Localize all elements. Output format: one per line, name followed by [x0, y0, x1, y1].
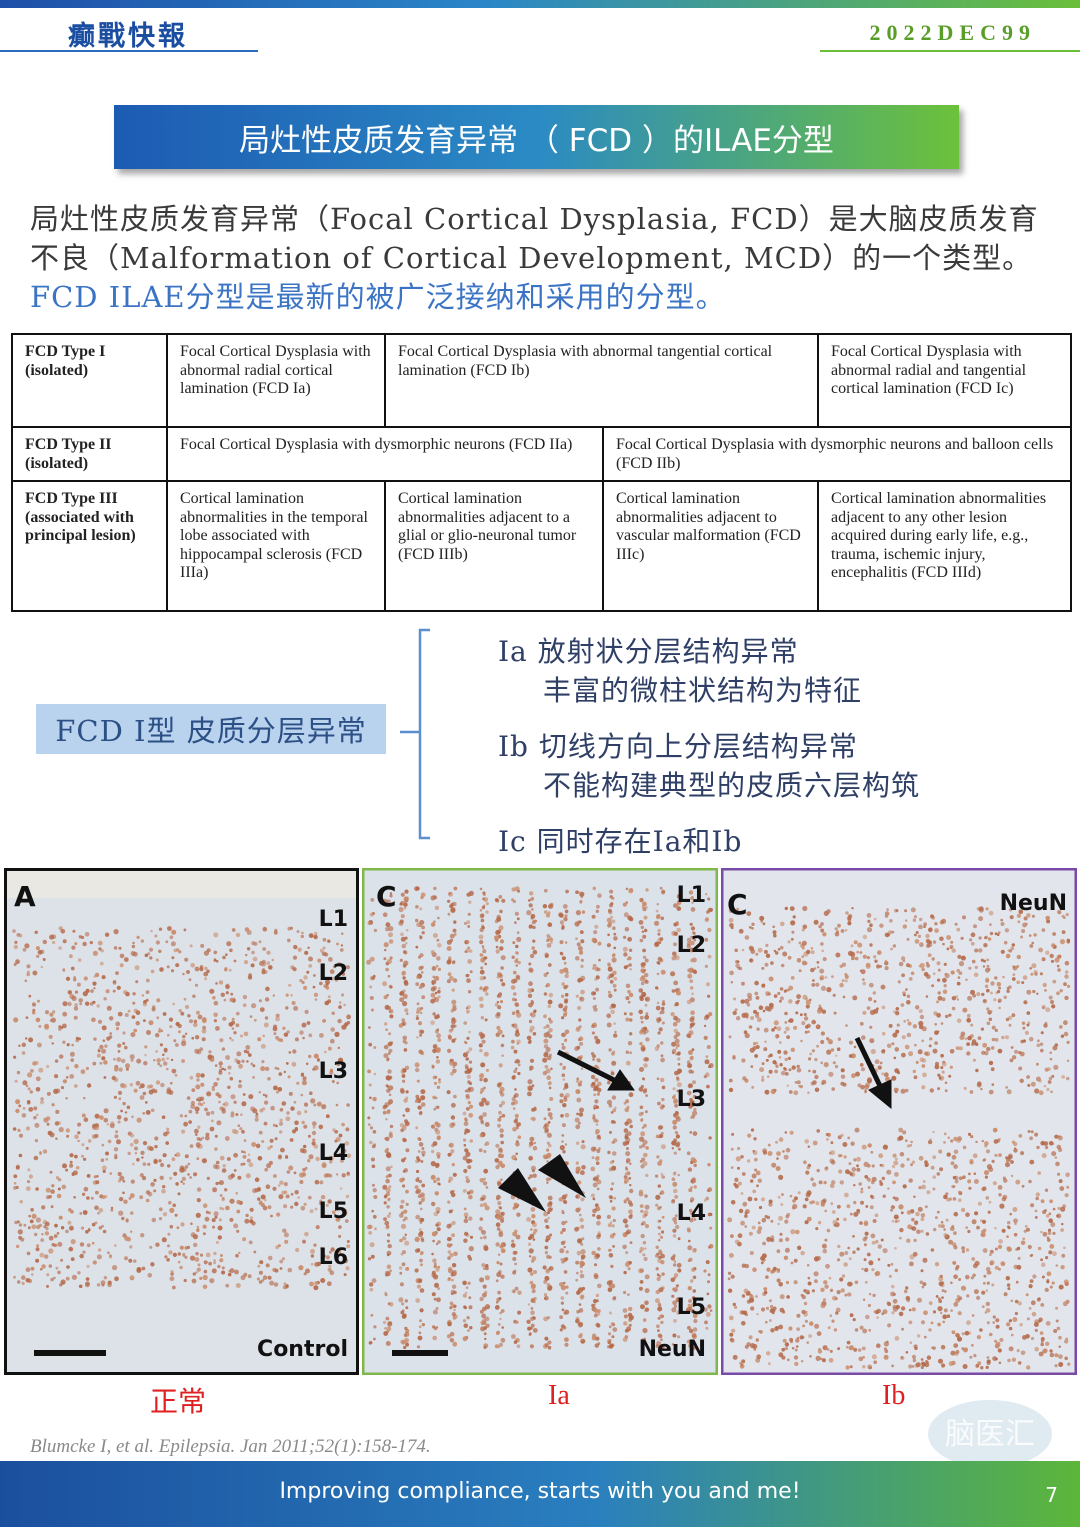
cell-fcd-ic: Focal Cortical Dysplasia with abnormal r… — [817, 333, 1072, 428]
top-color-bar — [0, 0, 1080, 8]
corner-label: NeuN — [1000, 891, 1067, 916]
histology-panel-ia: C L1 L2 L3 L4 L5 NeuN — [362, 868, 718, 1375]
title-banner: 局灶性皮质发育异常 （ FCD ）的ILAE分型 — [114, 105, 959, 169]
table-row-type3: FCD Type III (associated with principal … — [11, 480, 1072, 612]
row-header-type3: FCD Type III (associated with principal … — [11, 480, 168, 612]
histology-image-ib: C NeuN — [721, 868, 1077, 1375]
intro-paragraph: 局灶性皮质发育异常（Focal Cortical Dysplasia, FCD）… — [30, 200, 1050, 317]
layer-label-l6: L6 — [319, 1245, 348, 1270]
intro-text: 局灶性皮质发育异常（Focal Cortical Dysplasia, FCD）… — [30, 202, 1039, 275]
row-header-line: FCD Type III — [25, 490, 118, 507]
subtype-ia-desc: 丰富的微柱状结构为特征 — [543, 674, 863, 707]
reference-citation: Blumcke I, et al. Epilepsia. Jan 2011;52… — [30, 1436, 431, 1457]
subtype-ib-title: Ib 切线方向上分层结构异常 — [498, 730, 858, 763]
corner-label: Control — [257, 1337, 348, 1362]
intro-highlight: FCD ILAE分型是最新的被广泛接纳和采用的分型。 — [30, 280, 726, 314]
cell-fcd-iiic: Cortical lamination abnormalities adjace… — [602, 480, 819, 612]
table-row-type2: FCD Type II (isolated) Focal Cortical Dy… — [11, 426, 1072, 482]
row-header-line: (isolated) — [25, 454, 89, 472]
issue-number: 2022DEC99 — [869, 20, 1036, 45]
cell-fcd-ib: Focal Cortical Dysplasia with abnormal t… — [384, 333, 819, 428]
logo-underline — [0, 50, 258, 52]
cell-fcd-ia: Focal Cortical Dysplasia with abnormal r… — [166, 333, 386, 428]
row-header-line: principal lesion) — [25, 527, 136, 544]
arrowhead-marker — [538, 1154, 586, 1198]
row-header-line: (isolated) — [25, 361, 89, 379]
cell-fcd-iia: Focal Cortical Dysplasia with dysmorphic… — [166, 426, 604, 482]
brace-connector — [400, 628, 430, 840]
layer-label-l1: L1 — [677, 883, 706, 908]
fcd-classification-table: FCD Type I (isolated) Focal Cortical Dys… — [11, 333, 1072, 612]
histology-panel-control: A L1 L2 L3 L4 L5 L6 Control — [4, 868, 359, 1375]
layer-label-l1: L1 — [319, 907, 348, 932]
page-number: 7 — [1045, 1483, 1058, 1507]
layer-label-l3: L3 — [319, 1059, 348, 1084]
row-header-type2: FCD Type II (isolated) — [11, 426, 168, 482]
histology-panel-ib: C NeuN — [721, 868, 1077, 1375]
cell-fcd-iiib: Cortical lamination abnormalities adjace… — [384, 480, 604, 612]
cell-fcd-iiia: Cortical lamination abnormalities in the… — [166, 480, 386, 612]
row-header-line: (associated with — [25, 508, 134, 526]
scale-bar — [34, 1350, 106, 1356]
panel-letter: A — [14, 880, 36, 913]
subtype-ia-title: Ia 放射状分层结构异常 — [498, 635, 799, 668]
neuron-dots — [727, 905, 1071, 1370]
row-header-line: FCD Type II — [25, 436, 112, 453]
cell-fcd-iiid: Cortical lamination abnormalities adjace… — [817, 480, 1072, 612]
table-row-type1: FCD Type I (isolated) Focal Cortical Dys… — [11, 333, 1072, 428]
layer-label-l5: L5 — [319, 1199, 348, 1224]
arrowhead-marker — [498, 1168, 546, 1212]
layer-label-l4: L4 — [319, 1141, 348, 1166]
issue-underline — [820, 50, 1080, 52]
layer-label-l5: L5 — [677, 1295, 706, 1320]
watermark-logo: 脑医汇 — [928, 1400, 1052, 1468]
neuron-dots — [366, 886, 714, 1350]
layer-label-l2: L2 — [319, 961, 348, 986]
footer-bar: Improving compliance, starts with you an… — [0, 1461, 1080, 1527]
arrow-annotation — [556, 1049, 635, 1091]
footer-slogan: Improving compliance, starts with you an… — [279, 1479, 801, 1504]
row-header-type1: FCD Type I (isolated) — [11, 333, 168, 428]
journal-logo: 癫戰快報 — [68, 21, 188, 52]
corner-label: NeuN — [639, 1337, 706, 1362]
panel-letter: C — [727, 888, 748, 921]
scale-bar — [392, 1350, 448, 1356]
cell-fcd-iib: Focal Cortical Dysplasia with dysmorphic… — [602, 426, 1072, 482]
arrow-annotation — [854, 1036, 892, 1110]
layer-label-l3: L3 — [677, 1087, 706, 1112]
page-title: 局灶性皮质发育异常 （ FCD ）的ILAE分型 — [239, 122, 834, 159]
caption-ib: Ib — [882, 1380, 906, 1411]
row-header-line: FCD Type I — [25, 343, 106, 360]
histology-image-control: A L1 L2 L3 L4 L5 L6 Control — [4, 868, 359, 1375]
subtype-ib-desc: 不能构建典型的皮质六层构筑 — [543, 769, 921, 802]
caption-control: 正常 — [150, 1385, 207, 1418]
layer-label-l2: L2 — [677, 933, 706, 958]
fcd-type1-label: FCD I型 皮质分层异常 — [36, 704, 386, 754]
panel-letter: C — [376, 880, 397, 913]
caption-ia: Ia — [548, 1380, 570, 1411]
histology-image-ia: C L1 L2 L3 L4 L5 NeuN — [362, 868, 718, 1375]
neuron-dots — [12, 926, 352, 1291]
watermark-text: 脑医汇 — [945, 1417, 1035, 1452]
layer-label-l4: L4 — [677, 1201, 706, 1226]
subtype-ic-title: Ic 同时存在Ia和Ib — [498, 825, 743, 858]
